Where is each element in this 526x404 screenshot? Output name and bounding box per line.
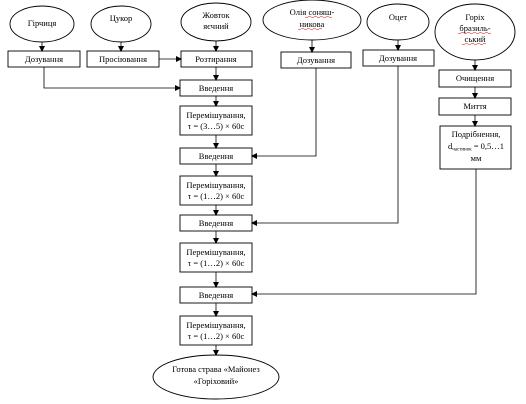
- step-mixing-4: Перемішування, τ = (1…2) × 60с: [179, 315, 253, 346]
- ingredient-nut-label-1: Горіх: [465, 12, 485, 22]
- ingredient-sugar-node: Цукор: [90, 5, 152, 43]
- step-sifting-sugar-label: Просіювання: [99, 54, 147, 64]
- step-introduction-2: Введення: [179, 147, 253, 165]
- arrow-mustard-introduction-1: [43, 67, 181, 91]
- ingredient-nut-label-3: ський: [465, 34, 486, 44]
- step-grinding-yolk-label: Розтирання: [195, 54, 237, 64]
- step-introduction-4-label: Введення: [199, 290, 233, 300]
- step-cleaning-nut-label: Очищення: [456, 73, 494, 83]
- ingredient-oil-label-1: Олія соняш-: [290, 7, 335, 17]
- step-crushing-unit-label: мм: [471, 153, 482, 163]
- ingredient-yolk-label-2: яєчний: [203, 21, 229, 31]
- step-introduction-1-label: Введення: [199, 83, 233, 93]
- step-introduction-2-label: Введення: [199, 151, 233, 161]
- arrow-vinegar-introduction-3: [251, 66, 399, 226]
- arrow-oil-introduction-2: [251, 68, 317, 159]
- step-dosing-mustard: Дозування: [7, 50, 81, 68]
- final-product-label-2: «Горіховий»: [194, 376, 239, 386]
- ingredient-sugar-label: Цукор: [110, 13, 133, 23]
- step-mixing-3-time: τ = (1…2) × 60с: [188, 258, 245, 268]
- step-mixing-1-label: Перемішування,: [186, 110, 245, 120]
- step-mixing-2-label: Перемішування,: [186, 180, 245, 190]
- step-dosing-oil-label: Дозування: [297, 55, 335, 65]
- step-introduction-3: Введення: [179, 214, 253, 232]
- step-washing-nut: Миття: [438, 97, 512, 116]
- step-crushing-nut-label: Подрібнення,: [452, 129, 501, 139]
- step-grinding-yolk: Розтирання: [180, 50, 253, 68]
- step-washing-nut-label: Миття: [463, 101, 486, 111]
- flow-connectors: [39, 40, 478, 356]
- step-introduction-1: Введення: [179, 79, 253, 97]
- ingredient-vinegar-node: Оцет: [366, 3, 430, 41]
- ingredient-oil-label-2: никова: [300, 19, 325, 29]
- particle-range: = 0,5…1: [472, 141, 504, 151]
- arrow-nut-introduction-4: [251, 169, 477, 297]
- step-mixing-3-label: Перемішування,: [186, 247, 245, 257]
- ingredient-yolk-label-1: Жовток: [202, 10, 230, 20]
- final-product-node: Готова страва «Майонез «Горіховий»: [152, 354, 280, 400]
- step-dosing-oil: Дозування: [280, 51, 352, 69]
- ingredient-oil-node: Олія соняш- никова: [262, 0, 362, 41]
- step-sifting-sugar: Просіювання: [86, 50, 160, 68]
- ingredient-mustard-label: Гірчиця: [28, 18, 57, 28]
- step-mixing-4-time: τ = (1…2) × 60с: [188, 331, 245, 341]
- step-introduction-4: Введення: [179, 286, 253, 304]
- step-introduction-3-label: Введення: [199, 218, 233, 228]
- final-product-label-1: Готова страва «Майонез: [172, 364, 260, 374]
- step-mixing-1-time: τ = (3…5) × 60с: [188, 121, 245, 131]
- ingredient-yolk-node: Жовток яєчний: [180, 2, 252, 42]
- ingredient-vinegar-label: Оцет: [389, 12, 407, 22]
- ingredient-mustard-node: Гірчиця: [9, 5, 75, 43]
- step-dosing-vinegar: Дозування: [362, 49, 435, 67]
- particle-subscript: частинок: [452, 148, 472, 153]
- step-mixing-3: Перемішування, τ = (1…2) × 60с: [179, 242, 253, 273]
- step-mixing-4-label: Перемішування,: [186, 320, 245, 330]
- step-dosing-mustard-label: Дозування: [25, 54, 63, 64]
- step-dosing-vinegar-label: Дозування: [379, 53, 417, 63]
- ingredient-nut-node: Горіх бразиль- ський: [434, 3, 516, 61]
- step-cleaning-nut: Очищення: [438, 69, 512, 88]
- step-crushing-nut: Подрібнення, dчастинок = 0,5…1 мм: [439, 125, 512, 170]
- step-mixing-2-time: τ = (1…2) × 60с: [188, 191, 245, 201]
- step-crushing-size-label: dчастинок = 0,5…1: [448, 141, 504, 153]
- ingredient-nut-label-2: бразиль-: [459, 23, 490, 33]
- step-mixing-2: Перемішування, τ = (1…2) × 60с: [179, 175, 253, 206]
- step-mixing-1: Перемішування, τ = (3…5) × 60с: [179, 105, 253, 136]
- particle-d: d: [448, 141, 453, 151]
